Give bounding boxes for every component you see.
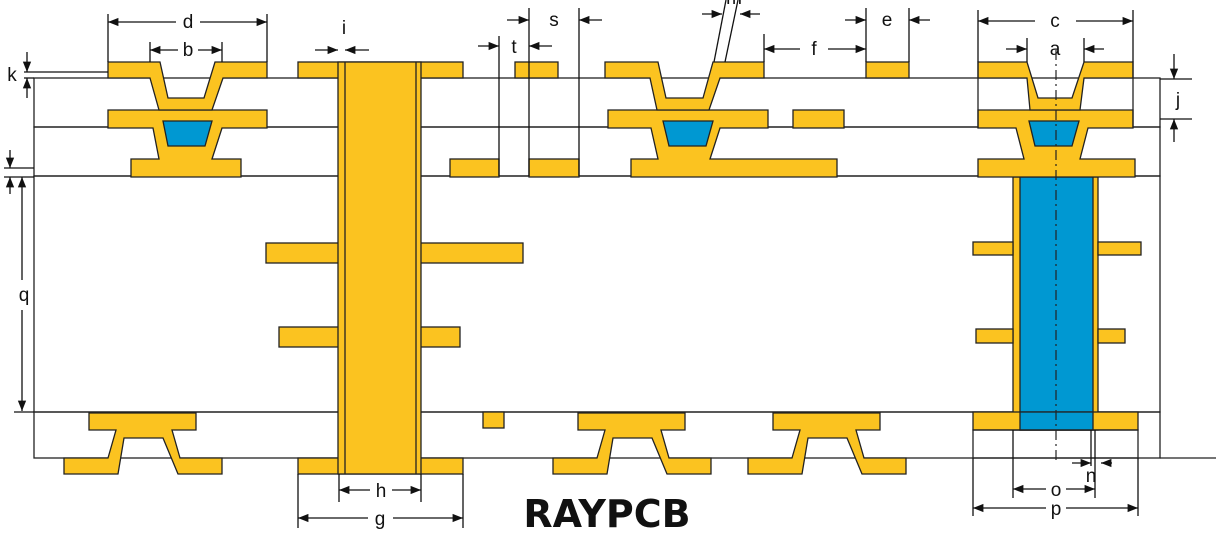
- label-f: f: [811, 39, 817, 60]
- label-n: n: [1086, 466, 1097, 487]
- stacked-microvia-left: [107, 61, 268, 178]
- bottom-microvias: [63, 412, 907, 475]
- label-i: i: [342, 18, 346, 39]
- label-g: g: [375, 509, 386, 530]
- plated-through-hole: [297, 61, 464, 475]
- label-k: k: [7, 65, 17, 86]
- stacked-microvia-right: [972, 50, 1142, 460]
- label-b: b: [183, 40, 194, 61]
- label-e: e: [882, 10, 893, 31]
- label-p: p: [1051, 499, 1062, 520]
- label-s: s: [549, 10, 559, 31]
- brand-logo-text: RAYPCB: [523, 492, 690, 536]
- bottom-microvia-1: [63, 412, 223, 475]
- label-a: a: [1050, 39, 1061, 60]
- bottom-microvia-2: [552, 412, 712, 475]
- core-layer: [33, 175, 1161, 413]
- diagram-title: IPC-2226: [603, 259, 907, 329]
- dimension-labels: d b i t s m f e c a k j q h g n o p: [7, 0, 1180, 530]
- dimension-lines: [4, 0, 1192, 528]
- label-j: j: [1175, 90, 1180, 111]
- label-q: q: [19, 285, 30, 306]
- label-o: o: [1051, 480, 1062, 501]
- bottom-microvia-3: [747, 412, 907, 475]
- label-m: m: [726, 0, 742, 9]
- label-h: h: [376, 481, 387, 502]
- stacked-microvia-middle: [604, 61, 845, 178]
- label-d: d: [183, 12, 194, 33]
- label-t: t: [511, 37, 517, 58]
- label-c: c: [1050, 11, 1060, 32]
